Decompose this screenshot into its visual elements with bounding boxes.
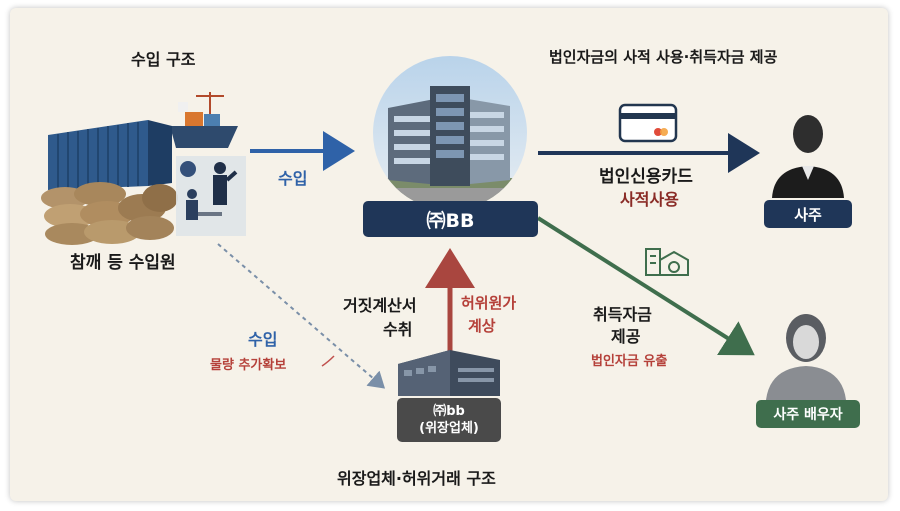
corporate-card-label: 법인신용카드 — [599, 167, 693, 187]
diagram-graphics — [41, 56, 846, 400]
volume-pointer-icon — [321, 355, 335, 367]
import-structure-heading: 수입 구조 — [131, 50, 196, 69]
warehouse-icon — [398, 350, 500, 396]
customs-officers-icon — [176, 156, 246, 236]
import-source-caption: 참깨 등 수입원 — [70, 253, 176, 273]
import-arrow-label: 수입 — [278, 169, 308, 188]
fake-structure-heading: 위장업체·허위거래 구조 — [337, 469, 496, 488]
company-bb-box: ㈜BB — [363, 201, 538, 237]
grain-sacks-icon — [41, 182, 178, 245]
fake-invoice-label-2: 수취 — [383, 320, 413, 339]
spouse-avatar — [766, 314, 846, 400]
acquisition-funds-label-2: 제공 — [611, 327, 641, 346]
cargo-ship-icon — [170, 92, 238, 148]
real-estate-icon — [645, 248, 689, 276]
extra-volume-label: 물량 추가확보 — [210, 358, 287, 373]
owner-avatar — [772, 115, 844, 198]
funds-arrow — [536, 216, 755, 356]
spouse-box: 사주 배우자 — [756, 400, 860, 428]
spouse-label: 사주 배우자 — [773, 407, 843, 423]
personal-use-heading: 법인자금의 사적 사용·취득자금 제공 — [549, 48, 778, 66]
private-use-label: 사적사용 — [620, 190, 679, 209]
fake-company-type: (위장업체) — [419, 421, 479, 436]
fake-company-box: ㈜bb (위장업체) — [397, 398, 501, 442]
acquisition-funds-label: 취득자금 — [593, 305, 652, 324]
false-cost-label: 허위원가 — [461, 294, 517, 312]
credit-card-icon — [618, 103, 678, 143]
shipping-container-icon — [48, 120, 172, 190]
owner-label: 사주 — [794, 205, 822, 224]
headquarters-building-icon — [373, 56, 527, 210]
company-bb-label: ㈜BB — [426, 209, 475, 232]
fake-company-name: ㈜bb — [433, 404, 465, 419]
fund-outflow-label: 법인자금 유출 — [591, 354, 668, 369]
false-cost-label-2: 계상 — [468, 317, 496, 335]
extra-import-label: 수입 — [248, 330, 278, 349]
owner-box: 사주 — [764, 200, 852, 228]
diagram-canvas: 수입 구조 법인자금의 사적 사용·취득자금 제공 위장업체·허위거래 구조 참… — [10, 8, 888, 501]
fake-invoice-label: 거짓계산서 — [343, 296, 417, 315]
